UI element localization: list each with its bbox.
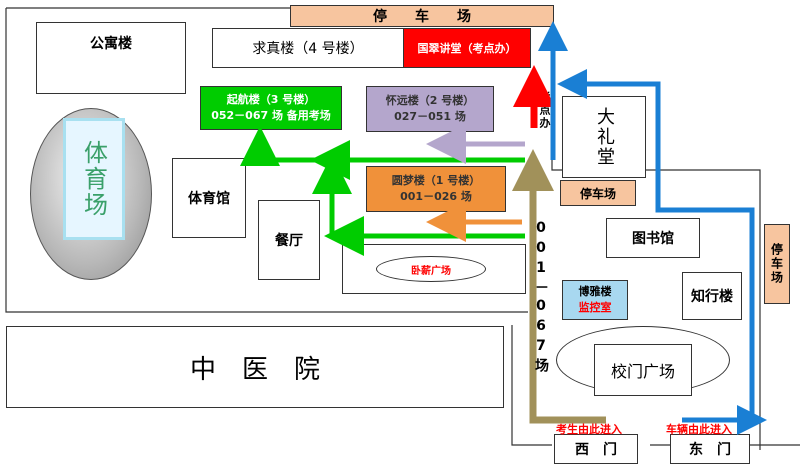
east-gate[interactable]: 东 门 — [670, 434, 750, 464]
apartment-label: 公寓楼 — [90, 36, 132, 52]
yuanmeng-rooms: 001－026 场 — [400, 190, 472, 203]
library-label: 图书馆 — [632, 231, 674, 247]
qihang-building: 起航楼（3 号楼） 052－067 场 备用考场 — [200, 86, 342, 130]
blue-route-main — [557, 69, 755, 420]
woxin-label: 卧薪广场 — [376, 256, 486, 282]
parking-right: 停车场 — [764, 224, 790, 304]
zhixing-building: 知行楼 — [682, 272, 742, 320]
green-route-branch — [240, 126, 332, 166]
zhongyi-label: 中 医 院 — [189, 354, 320, 385]
exam-route-label: 001－067场 — [533, 220, 549, 376]
west-gate-label: 西 门 — [575, 442, 617, 458]
qihang-name: 起航楼（3 号楼） — [226, 93, 316, 106]
guocui-hall: 国翠讲堂（考点办） — [403, 28, 531, 68]
vehicles-enter-label: 车辆由此进入 — [666, 423, 732, 436]
canteen-label: 餐厅 — [275, 233, 303, 249]
gym: 体育馆 — [172, 158, 246, 238]
guocui-label: 国翠讲堂（考点办） — [417, 42, 517, 55]
gym-label: 体育馆 — [188, 191, 230, 207]
parking-top-label: 停 车 场 — [373, 9, 471, 25]
qiuzhen-label: 求真楼（4 号楼） — [252, 41, 364, 57]
zhongyi-hospital: 中 医 院 — [6, 326, 504, 408]
yuanmeng-name: 圆梦楼（1 号楼） — [391, 174, 481, 187]
auditorium-label: 大礼堂 — [594, 107, 615, 167]
students-enter-label: 考生由此进入 — [556, 423, 622, 436]
boya-building: 博雅楼 监控室 — [562, 280, 628, 320]
library: 图书馆 — [606, 218, 700, 258]
gate-plaza-label: 校门广场 — [610, 362, 675, 381]
east-gate-label: 东 门 — [689, 442, 731, 458]
auditorium: 大礼堂 — [562, 96, 646, 178]
gate-plaza: 校门广场 — [594, 344, 692, 396]
zhixing-label: 知行楼 — [691, 289, 733, 305]
west-gate[interactable]: 西 门 — [554, 434, 638, 464]
apartment-building: 公寓楼 — [36, 22, 186, 94]
parking-top: 停 车 场 — [290, 5, 554, 27]
qihang-rooms: 052－067 场 备用考场 — [211, 109, 331, 122]
huaiyuan-rooms: 027－051 场 — [394, 110, 466, 123]
boya-room: 监控室 — [578, 301, 612, 314]
olive-route — [512, 149, 606, 424]
parking-mid: 停车场 — [560, 180, 636, 206]
boya-name: 博雅楼 — [578, 285, 612, 298]
stadium-label: 体育场 — [63, 118, 125, 240]
huaiyuan-name: 怀远楼（2 号楼） — [385, 94, 475, 107]
canteen: 餐厅 — [258, 200, 320, 280]
qiuzhen-building: 求真楼（4 号楼） — [212, 28, 404, 68]
